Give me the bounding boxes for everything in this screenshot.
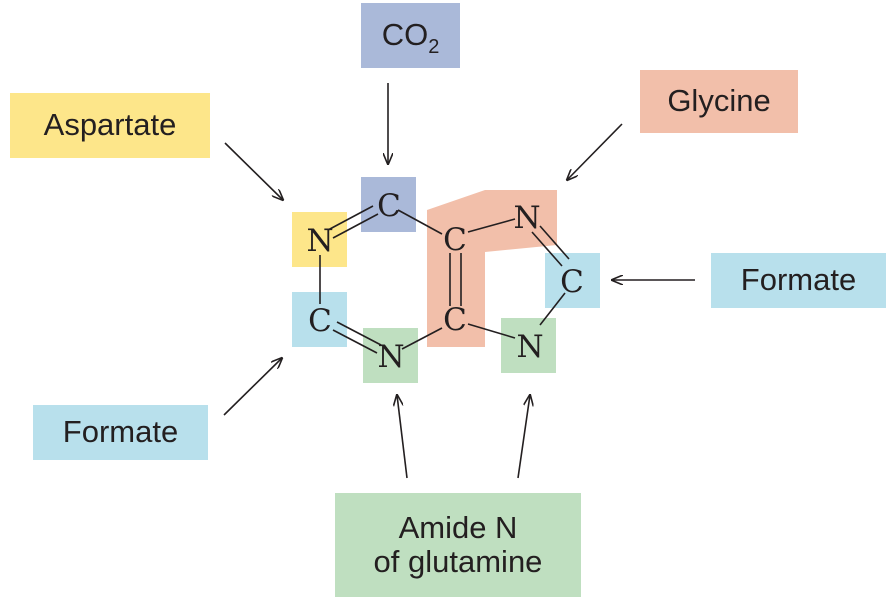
arrow-formate-left bbox=[223, 358, 282, 416]
bond-c5-n9 bbox=[467, 323, 516, 339]
n3-highlight bbox=[363, 328, 418, 383]
co2-subscript: 2 bbox=[428, 36, 440, 59]
atom-c5: C bbox=[443, 302, 467, 338]
bond-c6-n3-b bbox=[336, 321, 382, 346]
bond-c2-c4 bbox=[397, 209, 443, 235]
glutamine-source-label: Amide N of glutamine bbox=[335, 493, 581, 597]
atom-c8: C bbox=[560, 264, 584, 300]
formate-right-source-label: Formate bbox=[711, 253, 886, 308]
bond-n1-c2-a bbox=[327, 205, 374, 231]
bond-n1-c2-b bbox=[332, 213, 379, 239]
bond-c4-n7 bbox=[467, 218, 516, 233]
co2-source-label: CO2 bbox=[361, 3, 460, 68]
atom-n3: N bbox=[377, 339, 404, 375]
bond-c8-n9 bbox=[539, 292, 566, 326]
c8-highlight bbox=[545, 253, 600, 308]
n9-highlight bbox=[501, 318, 556, 373]
co2-prefix: CO bbox=[381, 17, 429, 53]
glutamine-text-line1: Amide N bbox=[398, 509, 518, 545]
formate-left-source-label: Formate bbox=[33, 405, 208, 460]
atom-n7: N bbox=[513, 200, 540, 236]
atom-c2: C bbox=[377, 188, 401, 224]
arrow-glycine bbox=[567, 123, 623, 180]
atom-c4: C bbox=[443, 222, 467, 258]
arrow-glutamine-n9 bbox=[517, 395, 530, 479]
glutamine-text-line2: of glutamine bbox=[373, 544, 543, 579]
glycine-source-label: Glycine bbox=[640, 70, 798, 133]
formate-right-text: Formate bbox=[740, 262, 857, 298]
bond-n7-c8-b bbox=[539, 225, 570, 260]
arrow-glutamine-n3 bbox=[397, 395, 408, 479]
bond-n3-c5 bbox=[401, 327, 443, 350]
atom-n9: N bbox=[516, 329, 543, 365]
atom-n1: N bbox=[306, 223, 333, 259]
co2-text: CO2 bbox=[381, 17, 440, 59]
aspartate-source-label: Aspartate bbox=[10, 93, 210, 158]
arrow-aspartate bbox=[224, 142, 283, 200]
aspartate-text: Aspartate bbox=[43, 107, 177, 143]
bond-n7-c8-a bbox=[531, 231, 563, 267]
bond-c6-n3-a bbox=[332, 329, 378, 354]
source-arrows bbox=[223, 83, 695, 479]
glycine-text: Glycine bbox=[667, 83, 771, 119]
atom-c6: C bbox=[308, 303, 332, 339]
formate-left-text: Formate bbox=[62, 414, 179, 450]
ring-bonds bbox=[319, 205, 570, 354]
c2-highlight bbox=[361, 177, 416, 232]
glycine-atoms-highlight bbox=[427, 190, 557, 347]
